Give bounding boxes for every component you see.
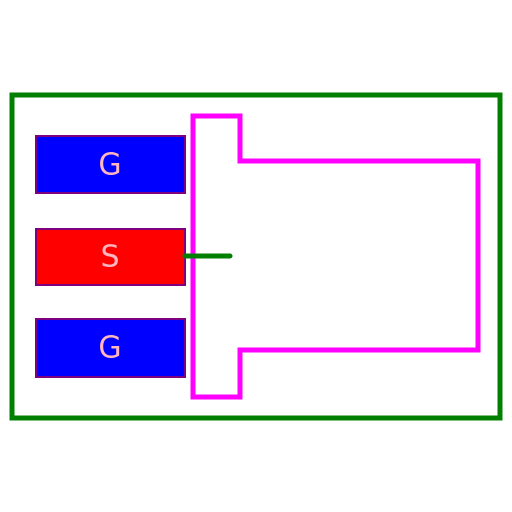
component-body-outline (190, 113, 481, 400)
pad-label: S (100, 240, 119, 275)
courtyard-outline (9, 92, 503, 421)
pad-gate-bottom: G (35, 318, 186, 378)
pad-label: G (98, 148, 121, 183)
pad-label: G (98, 331, 121, 366)
pad-rect (35, 228, 186, 286)
pad-source: S (35, 228, 186, 286)
pad-gate-top: G (35, 135, 186, 194)
pad-rect (35, 135, 186, 194)
pad-rect (35, 318, 186, 378)
